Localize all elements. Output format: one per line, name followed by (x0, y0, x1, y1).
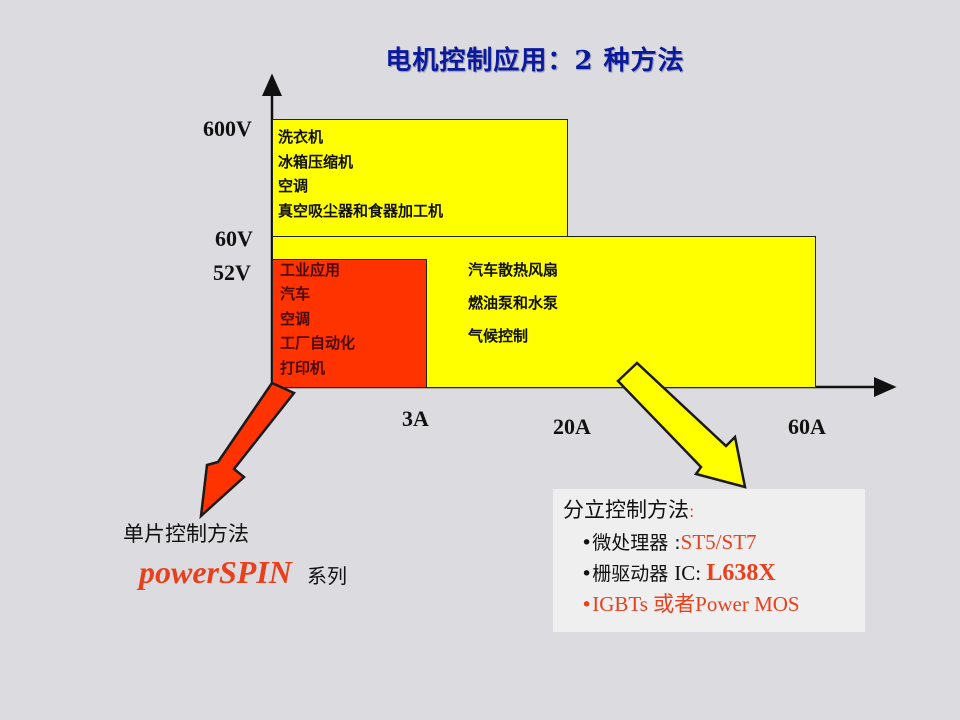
app-item: 气候控制 (468, 327, 529, 345)
region-low-voltage-low-current (272, 259, 427, 388)
bullet: • (581, 563, 593, 585)
discrete-item-mcu: •微处理器 :ST5/ST7 (563, 527, 865, 558)
discrete-method-panel: 分立控制方法: •微处理器 :ST5/ST7 •栅驱动器 IC: L638X •… (553, 489, 865, 632)
discrete-title-colon: : (689, 502, 695, 521)
voltage-label-600v: 600V (203, 116, 252, 141)
discrete-item-label: IGBTs 或者Power MOS (592, 592, 800, 616)
app-item: 燃油泵和水泵 (468, 294, 559, 312)
voltage-label-52v: 52V (213, 260, 251, 285)
current-label-20a: 20A (553, 414, 591, 439)
discrete-item-label-ic: IC: (674, 561, 707, 585)
bullet: • (581, 532, 593, 554)
app-item: 打印机 (280, 358, 326, 377)
voltage-label-60v: 60V (215, 226, 253, 251)
current-label-3a: 3A (402, 406, 429, 431)
region-high-voltage (272, 119, 568, 239)
app-item: 工厂自动化 (280, 334, 356, 353)
powerspin-product: powerSPIN (139, 554, 292, 590)
single-chip-title: 单片控制方法 (123, 522, 249, 546)
app-item: 冰箱压缩机 (278, 152, 354, 171)
high-voltage-app-list: 洗衣机 冰箱压缩机 空调 真空吸尘器和食器加工机 (278, 125, 443, 223)
bullet: • (581, 594, 593, 616)
discrete-item-label: 微处理器 : (592, 532, 681, 554)
low-current-app-list: 工业应用 汽车 空调 工厂自动化 打印机 (280, 258, 355, 380)
high-current-app-list: 汽车散热风扇 燃油泵和水泵 气候控制 (468, 254, 558, 353)
discrete-item-gate-driver: •栅驱动器 IC: L638X (563, 558, 865, 589)
app-item: 汽车散热风扇 (468, 261, 559, 279)
page-title: 电机控制应用：2 种方法 (385, 46, 685, 76)
single-chip-method: 单片控制方法 powerSPIN 系列 (123, 518, 347, 591)
discrete-item-power-switch: •IGBTs 或者Power MOS (563, 589, 865, 620)
series-label: 系列 (307, 564, 347, 588)
app-item: 汽车 (280, 285, 311, 304)
current-label-60a: 60A (788, 414, 826, 439)
discrete-item-value: ST5/ST7 (680, 530, 757, 554)
discrete-item-label: 栅驱动器 (592, 563, 675, 585)
discrete-item-value: L638X (706, 560, 776, 586)
app-item: 真空吸尘器和食器加工机 (278, 201, 444, 220)
app-item: 工业应用 (280, 261, 341, 279)
app-item: 洗衣机 (278, 128, 324, 146)
app-item: 空调 (278, 177, 309, 195)
discrete-title: 分立控制方法 (563, 498, 689, 522)
app-item: 空调 (280, 309, 311, 328)
